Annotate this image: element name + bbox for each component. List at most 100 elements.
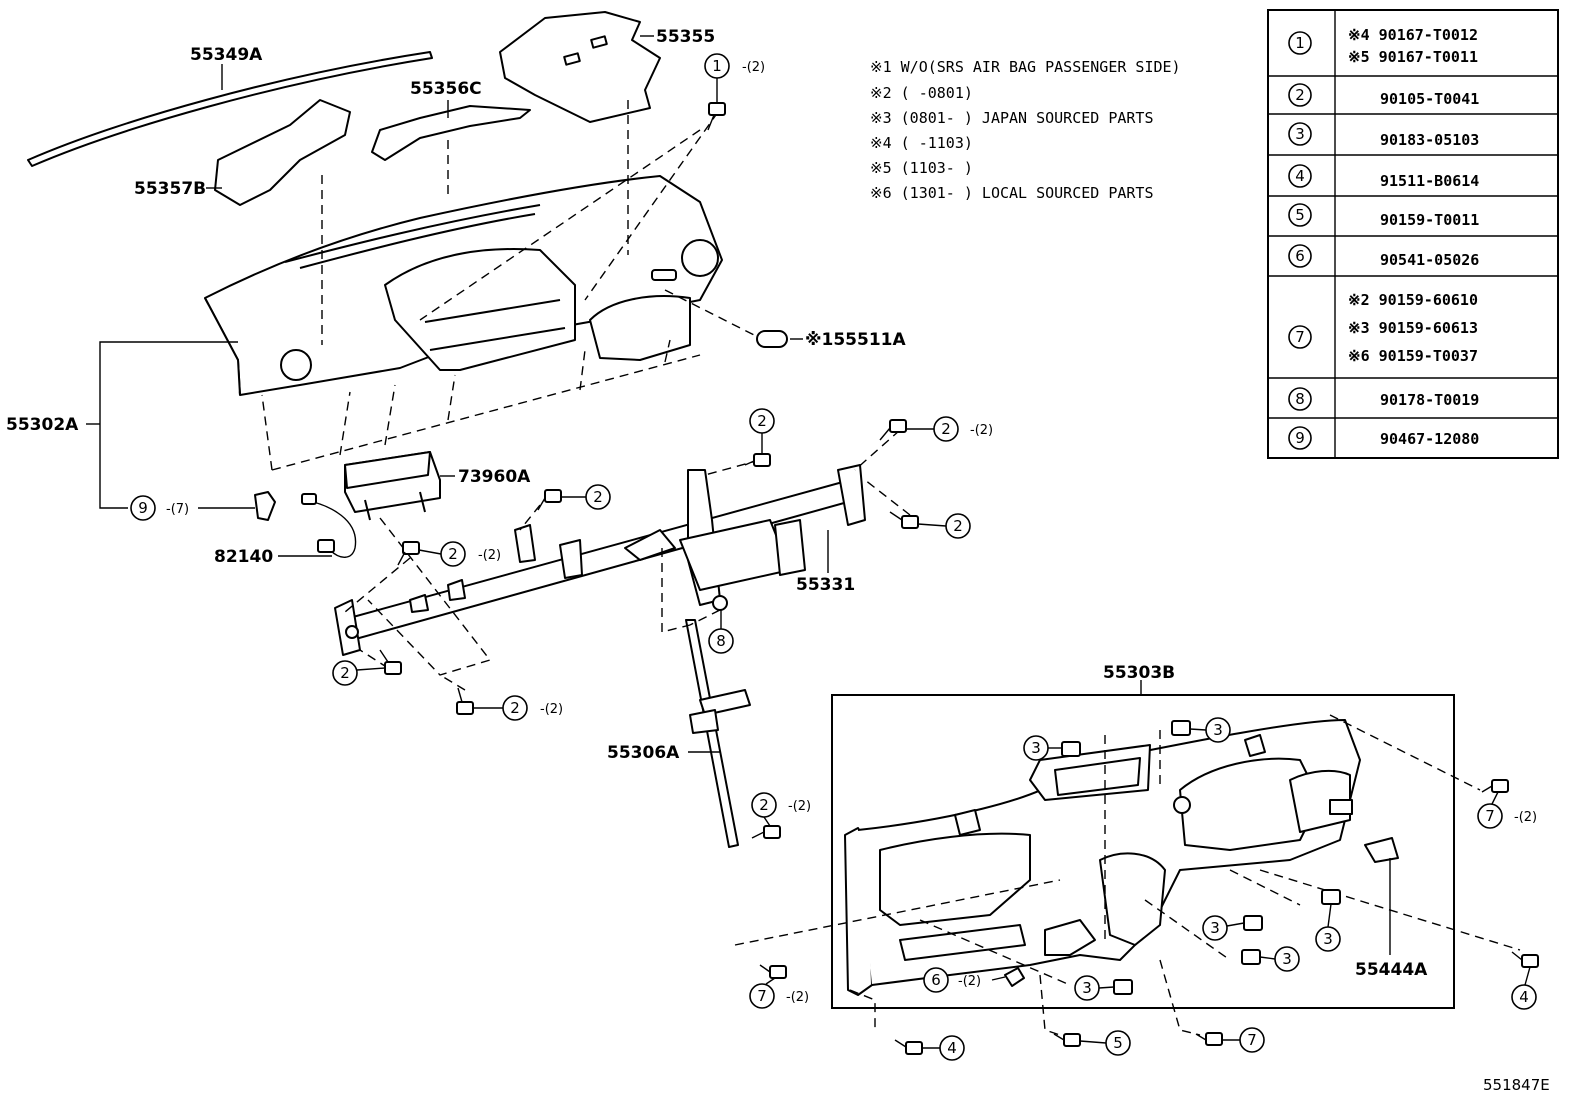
box-55303b (831, 694, 1455, 1009)
wire-82140[interactable] (301, 493, 357, 558)
svg-text:90183-05103: 90183-05103 (1380, 131, 1479, 149)
nut-3d[interactable] (1321, 889, 1341, 905)
pad-55357b[interactable] (214, 99, 351, 206)
reinforcement-55331[interactable] (334, 464, 866, 656)
airbag-73960a[interactable] (344, 451, 441, 521)
callout-2-a[interactable]: 2 (749, 408, 775, 454)
callout-2-b[interactable]: 2 (906, 416, 959, 442)
callout-4-a[interactable]: 4 (1511, 966, 1537, 1010)
callout-3-d[interactable]: 3 (1315, 903, 1341, 952)
qty-label: -(2) (788, 799, 811, 814)
label-55444a: 55444A (1355, 960, 1428, 980)
callout-7-c[interactable]: 7 (1222, 1027, 1265, 1053)
bolt-2c[interactable] (889, 511, 919, 529)
svg-text:2: 2 (759, 796, 769, 814)
clip-6[interactable] (1004, 967, 1025, 987)
clip-55444a[interactable] (1364, 837, 1399, 863)
nut-3f[interactable] (1113, 979, 1133, 995)
svg-text:4: 4 (947, 1039, 957, 1057)
callout-2-d[interactable]: 2 (561, 484, 611, 510)
bolt-4a[interactable] (1511, 951, 1539, 968)
svg-text:※5 90167-T0011: ※5 90167-T0011 (1348, 48, 1478, 66)
strip-55349a[interactable] (27, 51, 433, 167)
callout-2-e[interactable]: 2 (418, 541, 466, 567)
callout-4-b[interactable]: 4 (922, 1035, 965, 1061)
callout-3-a[interactable]: 3 (1023, 735, 1062, 761)
qty-label: -(2) (478, 548, 501, 563)
svg-text:2: 2 (953, 517, 963, 535)
clip-9[interactable] (254, 491, 276, 521)
upper-pads-illustration (27, 11, 661, 206)
nut-3e[interactable] (1241, 949, 1261, 965)
nut-8[interactable] (712, 595, 728, 611)
bolt-5[interactable] (1053, 1033, 1081, 1047)
bolt-2h[interactable] (751, 825, 781, 839)
callout-2-h[interactable]: 2 (751, 792, 777, 827)
bolt-2d[interactable] (537, 489, 562, 511)
nut-3b[interactable] (1171, 720, 1191, 736)
pad-55356c[interactable] (371, 105, 531, 161)
instrument-panel-55302a[interactable] (204, 175, 723, 396)
bolt-2e[interactable] (397, 541, 420, 566)
svg-text:90105-T0041: 90105-T0041 (1380, 90, 1479, 108)
qty-label: -(2) (742, 60, 765, 75)
nut-3a[interactable] (1061, 741, 1081, 757)
bolt-4b[interactable] (894, 1039, 923, 1055)
lower-leader-lines (734, 714, 1521, 1036)
svg-text:7: 7 (757, 987, 767, 1005)
fastener-table: 1 ※4 90167-T0012 ※5 90167-T0011 2 90105-… (1267, 9, 1559, 459)
svg-text:4: 4 (1519, 988, 1529, 1006)
callout-6[interactable]: 6 (923, 967, 949, 993)
svg-text:8: 8 (716, 632, 726, 650)
bolt-7c[interactable] (1195, 1032, 1223, 1046)
lower-panel-55303b[interactable] (844, 719, 1361, 996)
table-row: 7 ※2 90159-60610 ※3 90159-60613 ※6 90159… (1288, 291, 1478, 365)
svg-text:1: 1 (712, 57, 722, 75)
callout-5[interactable]: 5 (1079, 1030, 1131, 1056)
bolt-2b[interactable] (879, 419, 907, 441)
qty-label: -(2) (958, 974, 981, 989)
bolt-1[interactable] (707, 102, 726, 131)
callout-3-b[interactable]: 3 (1189, 717, 1231, 743)
bolt-2f[interactable] (379, 649, 402, 675)
callout-1[interactable]: 1 (704, 53, 730, 103)
qty-label: -(2) (786, 990, 809, 1005)
table-row: 1 ※4 90167-T0012 ※5 90167-T0011 (1288, 26, 1478, 66)
callout-3-e[interactable]: 3 (1259, 946, 1300, 972)
svg-text:91511-B0614: 91511-B0614 (1380, 172, 1479, 190)
svg-text:3: 3 (1213, 721, 1223, 739)
bolt-2g[interactable] (456, 687, 474, 715)
svg-text:90159-T0011: 90159-T0011 (1380, 211, 1479, 229)
svg-text:2: 2 (510, 699, 520, 717)
svg-text:3: 3 (1323, 930, 1333, 948)
note-6: ※6 (1301- ) LOCAL SOURCED PARTS (870, 184, 1154, 202)
callout-3-c[interactable]: 3 (1202, 915, 1245, 941)
callout-8[interactable]: 8 (708, 610, 734, 654)
callout-7-b[interactable]: 7 (749, 977, 776, 1009)
bolt-2a[interactable] (744, 453, 771, 467)
callout-2-g[interactable]: 2 (473, 695, 528, 721)
svg-text:3: 3 (1295, 125, 1305, 143)
qty-label: -(2) (970, 423, 993, 438)
label-82140: 82140 (214, 547, 273, 567)
mid-leader-lines (344, 429, 911, 691)
diagram-id: 551847E (1483, 1076, 1550, 1094)
pad-55355[interactable] (499, 11, 661, 123)
cap-55511a[interactable] (756, 330, 788, 348)
label-55302a: 55302A (6, 415, 79, 435)
callout-2-c[interactable]: 2 (917, 513, 971, 539)
callout-3-f[interactable]: 3 (1074, 975, 1115, 1001)
brace-55306a[interactable] (685, 619, 751, 848)
svg-text:5: 5 (1295, 206, 1305, 224)
callout-9[interactable]: 9 (130, 495, 156, 521)
callout-7-a[interactable]: 7 (1477, 791, 1503, 829)
nut-3c[interactable] (1243, 915, 1263, 931)
svg-text:90467-12080: 90467-12080 (1380, 430, 1479, 448)
note-4: ※4 ( -1103) (870, 134, 973, 152)
note-5: ※5 (1103- ) (870, 159, 973, 177)
callout-2-f[interactable]: 2 (332, 660, 386, 686)
bolt-7b[interactable] (759, 964, 787, 979)
svg-text:2: 2 (448, 545, 458, 563)
bolt-7a[interactable] (1481, 779, 1509, 793)
label-55356c: 55356C (410, 79, 482, 99)
